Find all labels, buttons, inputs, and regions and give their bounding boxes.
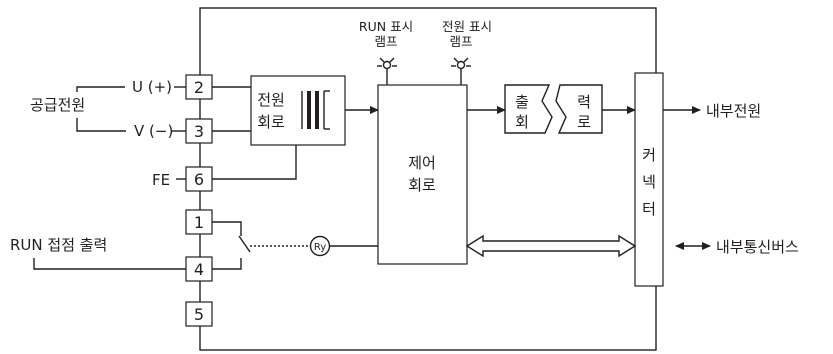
svg-text:1: 1	[194, 213, 204, 232]
power-lamp-icon: 전원 표시 램프	[442, 19, 492, 85]
v-label: V (−)	[134, 122, 173, 140]
svg-text:램프: 램프	[449, 34, 472, 49]
svg-text:6: 6	[194, 170, 204, 189]
svg-text:Ry: Ry	[314, 242, 326, 253]
relay-coil-icon: Ry	[309, 235, 331, 257]
svg-text:전원: 전원	[257, 91, 285, 109]
internal-bus-label: 내부통신버스	[716, 238, 799, 256]
control-circuit-block: 제어 회로	[377, 84, 468, 265]
svg-text:5: 5	[194, 305, 204, 324]
connector-block: 커 넥 터	[634, 72, 664, 287]
svg-text:출: 출	[515, 93, 529, 111]
terminal-3: 3	[185, 118, 213, 144]
terminal-4: 4	[185, 256, 213, 282]
internal-power-label: 내부전원	[706, 102, 761, 120]
svg-text:제어: 제어	[408, 154, 436, 172]
svg-text:커: 커	[642, 146, 656, 164]
terminal-2: 2	[185, 74, 213, 100]
terminal-1: 1	[185, 209, 213, 235]
svg-text:3: 3	[194, 122, 204, 141]
svg-text:2: 2	[194, 78, 204, 97]
svg-text:전원 표시: 전원 표시	[442, 19, 492, 34]
svg-text:RUN 표시: RUN 표시	[359, 19, 413, 34]
svg-text:터: 터	[642, 200, 656, 218]
run-contact-label: RUN 접점 출력	[10, 236, 107, 254]
run-contact-switch	[212, 221, 251, 270]
svg-text:넥: 넥	[642, 173, 656, 191]
output-circuit-block: 출 회 력 로	[504, 84, 603, 134]
svg-text:4: 4	[194, 260, 204, 279]
supply-bracket	[76, 86, 126, 132]
power-circuit-block: 전원 회로	[250, 75, 346, 146]
svg-text:회로: 회로	[257, 113, 285, 131]
svg-text:램프: 램프	[374, 34, 397, 49]
transformer-icon	[301, 90, 330, 130]
svg-text:회: 회	[515, 113, 529, 131]
terminal-5: 5	[185, 301, 213, 327]
run-lamp-icon: RUN 표시 램프	[359, 19, 413, 85]
bus-double-arrow	[465, 234, 637, 258]
svg-text:로: 로	[577, 113, 591, 131]
svg-text:회로: 회로	[408, 176, 436, 194]
u-label: U (+)	[132, 78, 172, 96]
svg-text:력: 력	[577, 93, 591, 111]
supply-label: 공급전원	[30, 96, 85, 114]
terminal-6: 6	[185, 166, 213, 192]
fe-label: FE	[152, 171, 170, 189]
